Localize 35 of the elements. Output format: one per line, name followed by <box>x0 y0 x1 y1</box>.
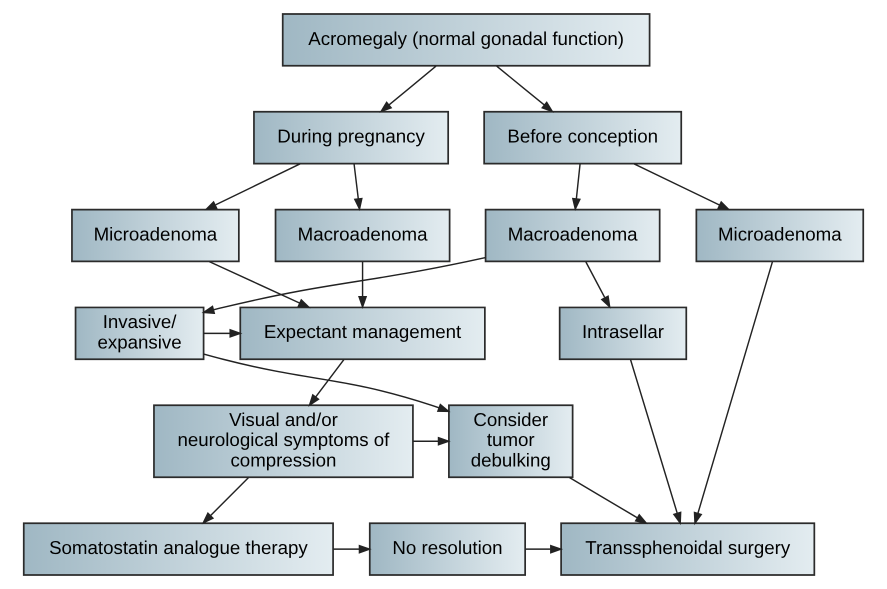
node-box: Expectant management <box>239 306 486 360</box>
node-box: Acromegaly (normal gonadal function) <box>282 13 650 67</box>
arrow <box>413 436 451 446</box>
arrow <box>630 359 682 526</box>
arrow <box>585 262 611 309</box>
node-box: During pregnancy <box>253 110 450 164</box>
node-box: Visual and/or neurological symptoms of compression <box>153 404 414 478</box>
node-box: Transsphenoidal surgery <box>560 522 816 576</box>
arrow <box>208 261 311 308</box>
arrow <box>353 164 363 212</box>
node-box: Microadenoma <box>71 208 240 262</box>
arrow <box>694 262 774 526</box>
arrow <box>203 353 451 412</box>
arrow <box>202 256 486 314</box>
arrow <box>572 164 581 212</box>
arrow <box>379 66 436 113</box>
arrow <box>525 544 564 554</box>
node-box: Consider tumor debulking <box>448 404 574 478</box>
node-box: No resolution <box>368 522 526 576</box>
arrow <box>204 328 242 338</box>
arrow <box>358 262 368 309</box>
arrow <box>202 477 249 524</box>
arrow <box>308 359 344 407</box>
node-box: Macroadenoma <box>274 208 450 262</box>
arrow <box>568 476 648 524</box>
arrow <box>204 163 300 210</box>
arrow <box>634 163 731 210</box>
node-box: Macroadenoma <box>484 208 661 262</box>
node-box: Microadenoma <box>696 208 864 262</box>
node-box: Before conception <box>483 110 682 164</box>
node-box: Invasive/ expansive <box>74 306 204 360</box>
node-box: Intrasellar <box>558 306 688 360</box>
node-box: Somatostatin analogue therapy <box>22 522 334 576</box>
arrow <box>496 66 554 113</box>
arrow <box>333 544 372 554</box>
